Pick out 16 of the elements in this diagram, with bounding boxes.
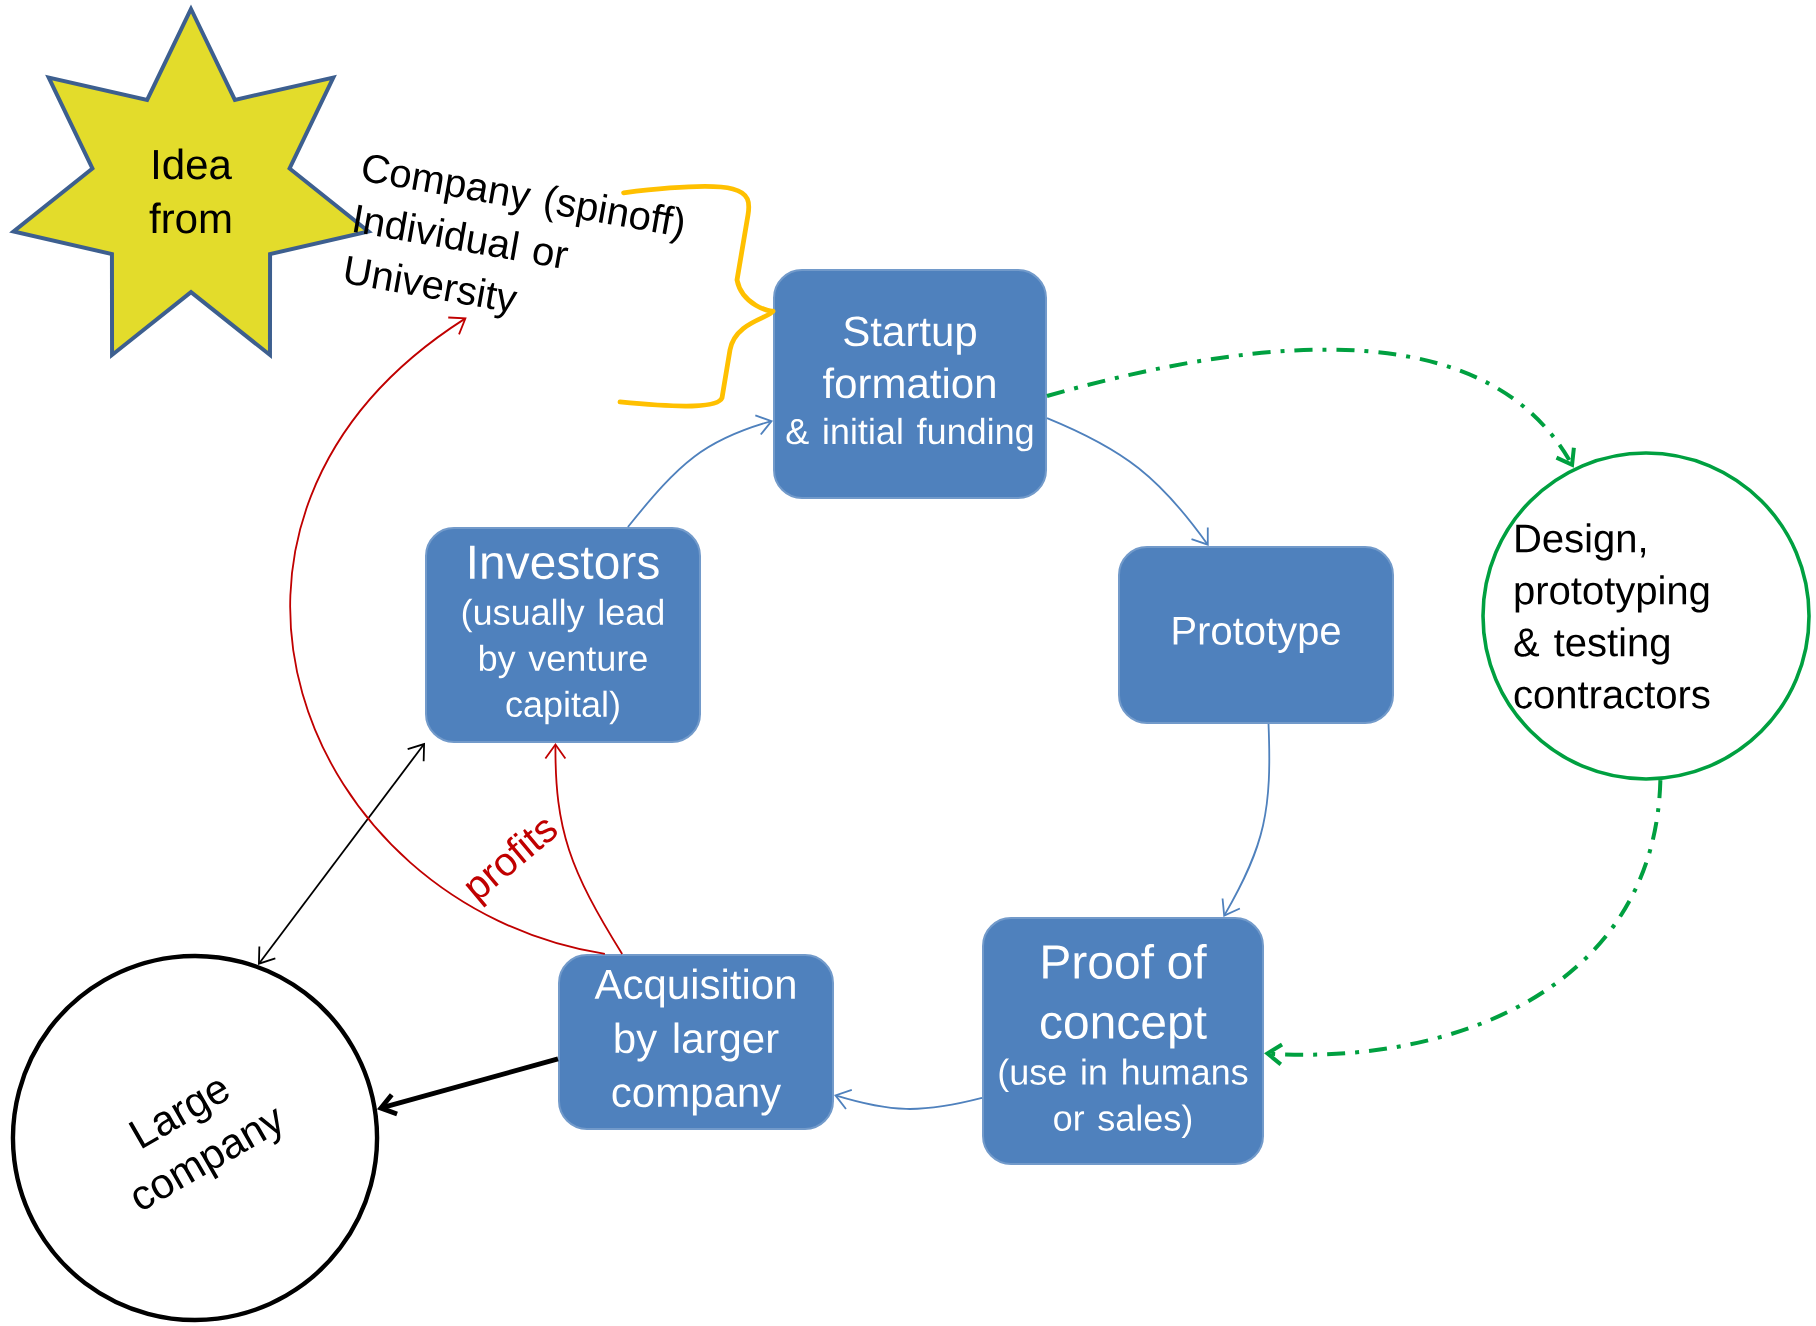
process-box: Proof of concept (use in humans or sales) (982, 917, 1264, 1165)
arrow (290, 316, 606, 955)
arrow (1264, 779, 1663, 1066)
process-box: Acquisition by larger company (558, 954, 834, 1130)
process-box: Prototype (1118, 546, 1394, 724)
arrow (1046, 417, 1209, 546)
arrow (1046, 347, 1576, 468)
process-box: Startup formation & initial funding (773, 269, 1047, 499)
arrow (1221, 723, 1271, 917)
arrow (258, 742, 425, 965)
arrow (544, 743, 624, 955)
arrow (834, 1089, 983, 1110)
process-box: Investors (usually lead by venture capital) (425, 527, 701, 743)
arrow (627, 414, 773, 528)
arrow (376, 1056, 559, 1117)
arrow (617, 184, 776, 409)
